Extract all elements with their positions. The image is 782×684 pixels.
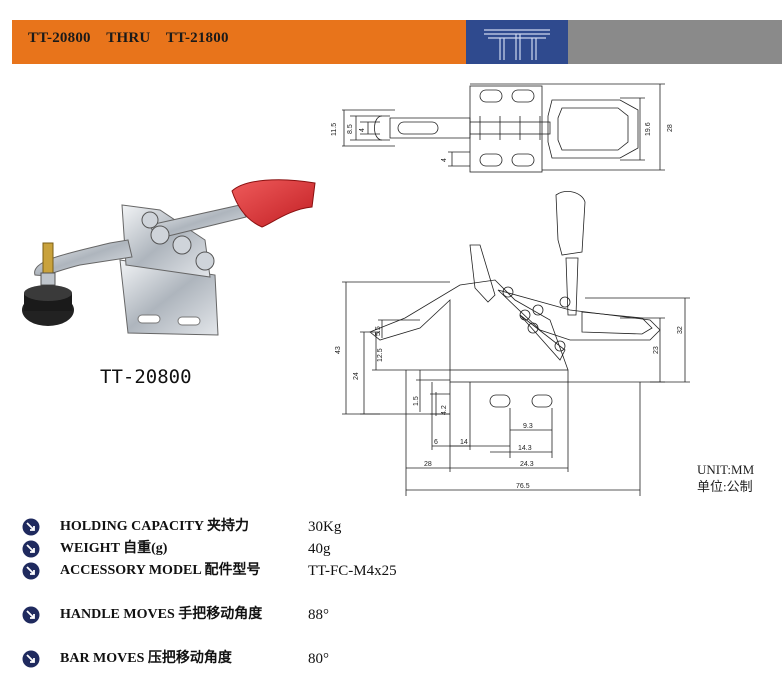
dim-14: 14 — [460, 439, 468, 446]
unit-note: UNIT:MM 单位:公制 — [697, 461, 754, 495]
spec-value: 80° — [308, 651, 329, 667]
dim-28: 28 — [424, 461, 432, 468]
dim-23: 23 — [653, 346, 660, 354]
technical-drawing: 11.5 8.5 4 4 19.6 28 43 24 5.5 12.5 1.5 … — [320, 70, 782, 500]
spec-label: ACCESSORY MODEL 配件型号 — [60, 563, 261, 578]
dim-top-19-6: 19.6 — [645, 122, 652, 136]
dim-4-2: 4.2 — [441, 405, 448, 415]
company-logo-icon — [466, 20, 568, 64]
product-photo — [10, 165, 330, 360]
navy-circle-arrow-icon — [22, 540, 40, 558]
navy-circle-arrow-icon — [22, 650, 40, 668]
dim-12-5: 12.5 — [377, 348, 384, 362]
page-title: TT-20800 THRU TT-21800 — [28, 30, 229, 46]
dim-6: 6 — [434, 439, 438, 446]
product-model-label: TT-20800 — [100, 366, 192, 388]
dim-top-4b: 4 — [441, 158, 448, 162]
dim-top-4a: 4 — [359, 128, 366, 132]
dim-9-3: 9.3 — [523, 423, 533, 430]
dim-14-3: 14.3 — [518, 445, 532, 452]
spec-label: HOLDING CAPACITY 夹持力 — [60, 519, 250, 534]
dim-76-5: 76.5 — [516, 483, 530, 490]
header-title-band — [12, 20, 466, 64]
dim-43: 43 — [335, 346, 342, 354]
navy-circle-arrow-icon — [22, 518, 40, 536]
spec-value: TT-FC-M4x25 — [308, 563, 397, 579]
spec-label: BAR MOVES 压把移动角度 — [60, 651, 232, 666]
spec-value: 88° — [308, 607, 329, 623]
spec-value: 30Kg — [308, 519, 342, 535]
spec-value: 40g — [308, 541, 331, 557]
header-bar: TT-20800 THRU TT-21800 — [0, 20, 782, 64]
unit-en: UNIT:MM — [697, 462, 755, 477]
dim-top-28: 28 — [667, 124, 674, 132]
dim-5-5: 5.5 — [375, 326, 382, 336]
dim-32: 32 — [677, 326, 684, 334]
dim-24: 24 — [353, 372, 360, 380]
dim-top-11-5: 11.5 — [331, 123, 338, 136]
spec-label: WEIGHT 自重(g) — [60, 541, 168, 556]
unit-cn: 单位:公制 — [697, 479, 753, 494]
header-gray-band — [568, 20, 782, 64]
dim-1-5: 1.5 — [413, 396, 420, 406]
navy-circle-arrow-icon — [22, 606, 40, 624]
dim-24-3: 24.3 — [520, 461, 534, 468]
spec-label: HANDLE MOVES 手把移动角度 — [60, 607, 263, 622]
navy-circle-arrow-icon — [22, 562, 40, 580]
dim-top-8-5: 8.5 — [347, 124, 354, 134]
